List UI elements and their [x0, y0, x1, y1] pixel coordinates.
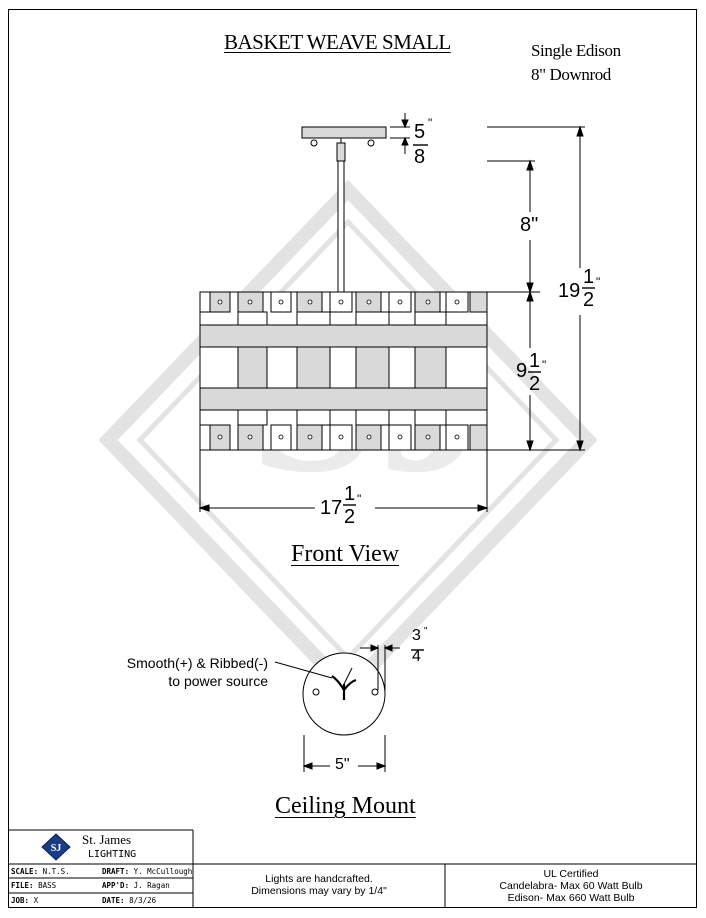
front-dimension-lines	[198, 113, 585, 512]
width-inch-mark: "	[357, 492, 362, 506]
appd-field: APP'D: J. Ragan	[102, 881, 170, 891]
handcrafted-note: Lights are handcrafted. Dimensions may v…	[193, 873, 445, 897]
job-field: JOB: X	[11, 896, 38, 906]
shade-height-whole: 9	[516, 360, 528, 382]
date-field: DATE: 8/3/26	[102, 896, 156, 906]
power-note-line1: Smooth(+) & Ribbed(-)	[126, 655, 268, 671]
power-note-line2: to power source	[168, 673, 268, 689]
svg-text:SJ: SJ	[51, 843, 62, 854]
scale-label: SCALE:	[11, 867, 39, 876]
width-denominator: 2	[344, 506, 356, 528]
subtitle-bulb: Single Edison	[531, 41, 621, 60]
width-numerator: 1	[344, 483, 356, 505]
mount-diameter: 5"	[335, 756, 350, 773]
certification-note: UL Certified Candelabra- Max 60 Watt Bul…	[445, 868, 697, 904]
shade-inch-mark: "	[542, 358, 547, 372]
company-name: St. James	[82, 832, 132, 847]
file-value: BASS	[38, 881, 57, 890]
company-lighting: LIGHTING	[88, 849, 137, 860]
draft-label: DRAFT:	[102, 867, 130, 876]
candelabra-rating: Candelabra- Max 60 Watt Bulb	[499, 880, 643, 892]
overall-height-denominator: 2	[583, 289, 595, 311]
title-block-grid	[8, 829, 697, 908]
job-value: X	[33, 896, 39, 905]
edison-rating: Edison- Max 660 Watt Bulb	[507, 892, 635, 904]
subtitle-downrod: 8" Downrod	[531, 65, 611, 84]
canopy-height-numerator: 5	[414, 121, 426, 143]
front-view-label: Front View	[291, 541, 400, 567]
drawing-title: BASKET WEAVE SMALL	[224, 30, 451, 54]
basket-weave-shade	[199, 291, 488, 451]
shade-height-numerator: 1	[529, 350, 541, 372]
offset-numerator: 3	[412, 627, 421, 644]
appd-label: APP'D:	[102, 881, 130, 890]
canopy	[301, 126, 387, 147]
date-label: DATE:	[102, 896, 125, 905]
ceiling-mount-label: Ceiling Mount	[275, 793, 416, 819]
ceiling-mount-plate	[302, 652, 386, 736]
canopy-height-denominator: 8	[414, 146, 426, 168]
width-whole: 17	[320, 497, 343, 519]
scale-field: SCALE: N.T.S.	[11, 867, 70, 877]
offset-inch-mark: "	[424, 626, 428, 637]
handcrafted-line2: Dimensions may vary by 1/4"	[251, 885, 387, 897]
appd-value: J. Ragan	[133, 881, 170, 890]
handcrafted-line1: Lights are handcrafted.	[265, 873, 373, 885]
scale-value: N.T.S.	[42, 867, 70, 876]
shade-height-denominator: 2	[529, 373, 541, 395]
file-field: FILE: BASS	[11, 881, 56, 891]
company-logo-icon: SJ	[41, 833, 71, 861]
fraction-bars	[343, 144, 595, 651]
downrod-length: 8"	[520, 214, 539, 236]
job-label: JOB:	[11, 896, 30, 905]
ceiling-mount-dimensions	[274, 644, 400, 772]
offset-denominator: 4	[412, 648, 421, 665]
overall-height-numerator: 1	[583, 266, 595, 288]
file-label: FILE:	[11, 881, 34, 890]
overall-height-whole: 19	[558, 280, 581, 302]
downrod	[336, 138, 346, 293]
date-value: 8/3/26	[129, 896, 157, 905]
ul-certified: UL Certified	[543, 868, 599, 880]
draft-value: Y. McCullough	[133, 867, 193, 876]
canopy-inch-mark: "	[428, 116, 433, 130]
power-source-note: Smooth(+) & Ribbed(-) to power source	[90, 654, 268, 690]
overall-inch-mark: "	[596, 275, 601, 289]
sheet-border	[8, 9, 697, 908]
draft-field: DRAFT: Y. McCullough	[102, 867, 192, 877]
